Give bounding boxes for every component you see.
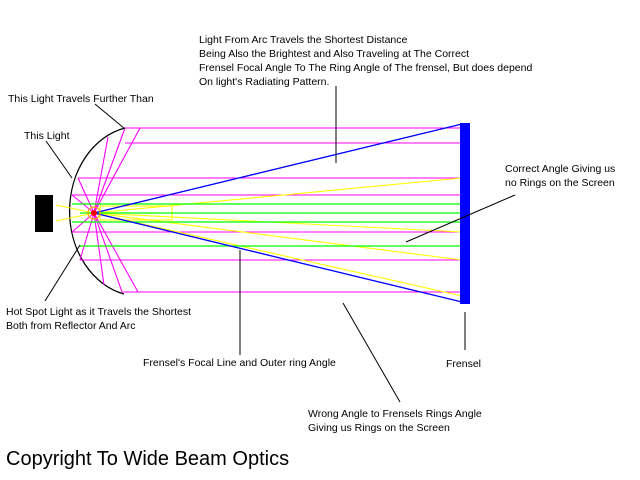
correct-angle-note: Correct Angle Giving us no Rings on the … [505,162,615,190]
reflector-arc [68,127,126,295]
travels-further-label: This Light Travels Further Than [8,93,154,105]
arc-light-line-1: Light From Arc Travels the Shortest Dist… [199,34,408,46]
hot-spot-line-1: Hot Spot Light as it Travels the Shortes… [6,306,192,318]
green-rays [72,203,462,247]
arc-light-line-4: On light's Radiating Pattern. [199,76,330,88]
hot-spot-note: Hot Spot Light as it Travels the Shortes… [6,305,191,333]
wrong-angle-line-2: Giving us Rings on the Screen [308,422,450,434]
frensel-label: Frensel [446,358,482,370]
focal-line-label: Frensel's Focal Line and Outer ring Angl… [143,357,336,369]
wrong-angle-note: Wrong Angle to Frensels Rings Angle Givi… [308,407,482,435]
this-light-label: This Light [24,130,70,142]
hot-spot-line-2: Both from Reflector And Arc [6,320,136,332]
focal-lines [93,123,463,303]
frensel-screen [460,123,470,304]
lamp [35,195,53,232]
arc-light-note: Light From Arc Travels the Shortest Dist… [199,33,532,89]
magenta-rays [71,127,462,293]
hot-spot [91,210,97,216]
correct-angle-line-2: no Rings on the Screen [505,177,615,189]
arc-light-line-3: Frensel Focal Angle To The Ring Angle of… [199,62,533,74]
arc-light-line-2: Being Also the Brightest and Also Travel… [199,48,470,60]
wrong-angle-line-1: Wrong Angle to Frensels Rings Angle [308,408,482,420]
copyright-text: Copyright To Wide Beam Optics [6,448,290,470]
leader-lines [44,86,516,403]
hot-spot-halo [87,206,101,220]
correct-angle-line-1: Correct Angle Giving us [505,163,616,175]
